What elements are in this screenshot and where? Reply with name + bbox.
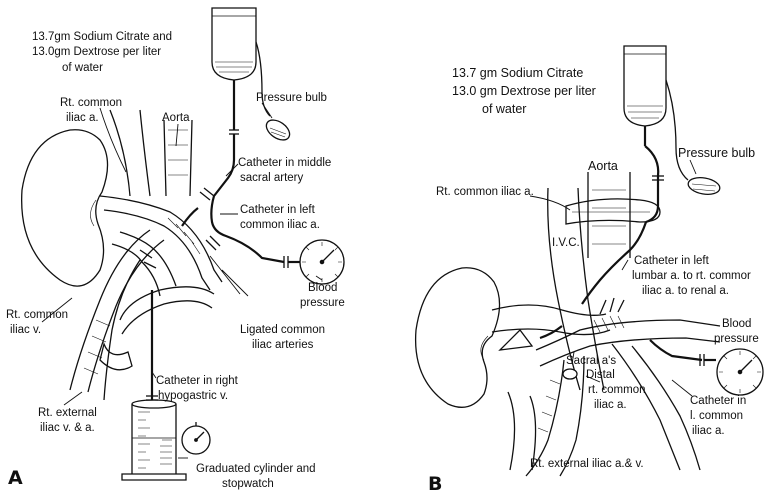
solution-text-a-line3: of water (62, 62, 103, 74)
catheter-right-hypogastric-label-1: Catheter in right (156, 375, 239, 387)
aorta-label-a: Aorta (162, 112, 190, 124)
blood-pressure-gauge-b (717, 349, 763, 395)
rt-external-iliac-label-a-1: Rt. external (38, 407, 97, 419)
distal-label-3: iliac a. (594, 399, 627, 411)
blood-pressure-label-a-2: pressure (300, 297, 345, 309)
panel-b: 13.7 gm Sodium Citrate 13.0 gm Dextrose … (416, 46, 763, 495)
panel-letter-a: A (8, 467, 23, 489)
catheter-l-common-iliac-label-2: l. common (690, 410, 743, 422)
catheter-right-hypogastric-label-2: hypogastric v. (158, 390, 228, 402)
kidney-b (416, 268, 500, 408)
catheter-lumbar-label-1: Catheter in left (634, 255, 710, 267)
pressure-bulb-label-a: Pressure bulb (256, 92, 327, 104)
distal-label-2: rt. common (588, 384, 646, 396)
catheter-l-common-iliac-label-3: iliac a. (692, 425, 725, 437)
ligated-label-1: Ligated common (240, 324, 325, 336)
rt-common-iliac-v-label-1: Rt. common (6, 309, 68, 321)
graduated-cylinder-label-1: Graduated cylinder and (196, 463, 316, 475)
solution-text-b-line3: of water (482, 102, 526, 116)
ligated-label-2: iliac arteries (252, 339, 314, 351)
rt-common-iliac-a-label-1: Rt. common (60, 97, 122, 109)
blood-pressure-label-b-1: Blood (722, 318, 751, 330)
catheter-middle-sacral-label-2: sacral artery (240, 172, 304, 184)
solution-text-a-line2: 13.0gm Dextrose per liter (32, 46, 161, 58)
blood-pressure-gauge-a (300, 240, 344, 284)
catheter-middle-sacral-label-1: Catheter in middle (238, 157, 331, 169)
sacral-label: Sacral a's (566, 355, 616, 367)
labels-b: 13.7 gm Sodium Citrate 13.0 gm Dextrose … (428, 66, 759, 495)
stopwatch-icon (182, 422, 210, 454)
rt-external-iliac-label-b: Rt. external iliac a.& v. (530, 458, 644, 470)
catheter-left-common-iliac-label-2: common iliac a. (240, 219, 320, 231)
aorta-b (566, 172, 660, 258)
catheter-lumbar-label-2: lumbar a. to rt. commor (632, 270, 751, 282)
ivc-label: I.V.C. (552, 237, 580, 249)
solution-text-b-line2: 13.0 gm Dextrose per liter (452, 84, 596, 98)
solution-text-a-line1: 13.7gm Sodium Citrate and (32, 31, 172, 43)
catheter-l-common-iliac-label-1: Catheter in (690, 395, 746, 407)
graduated-cylinder-label-2: stopwatch (222, 478, 274, 490)
aorta-label-b: Aorta (588, 159, 618, 173)
graduated-cylinder (122, 400, 186, 480)
rt-common-iliac-v-label-2: iliac v. (10, 324, 41, 336)
blood-pressure-label-a-1: Blood (308, 282, 337, 294)
panel-a: 13.7gm Sodium Citrate and 13.0gm Dextros… (6, 8, 345, 490)
panel-letter-b: B (428, 473, 442, 495)
pressure-bulb-label-b: Pressure bulb (678, 146, 755, 160)
iliac-vessels-a (70, 196, 222, 400)
solution-text-b-line1: 13.7 gm Sodium Citrate (452, 66, 583, 80)
rt-external-iliac-label-a-2: iliac v. & a. (40, 422, 95, 434)
catheter-left-common-iliac-label-1: Catheter in left (240, 204, 316, 216)
blood-pressure-label-b-2: pressure (714, 333, 759, 345)
rt-common-iliac-a-label-b: Rt. common iliac a. (436, 186, 534, 198)
catheter-lumbar-label-3: iliac a. to renal a. (642, 285, 729, 297)
distal-label-1: Distal (586, 369, 615, 381)
pressure-bulb-b (666, 80, 721, 197)
kidney-a (22, 130, 108, 286)
rt-common-iliac-a-label-2: iliac a. (66, 112, 99, 124)
